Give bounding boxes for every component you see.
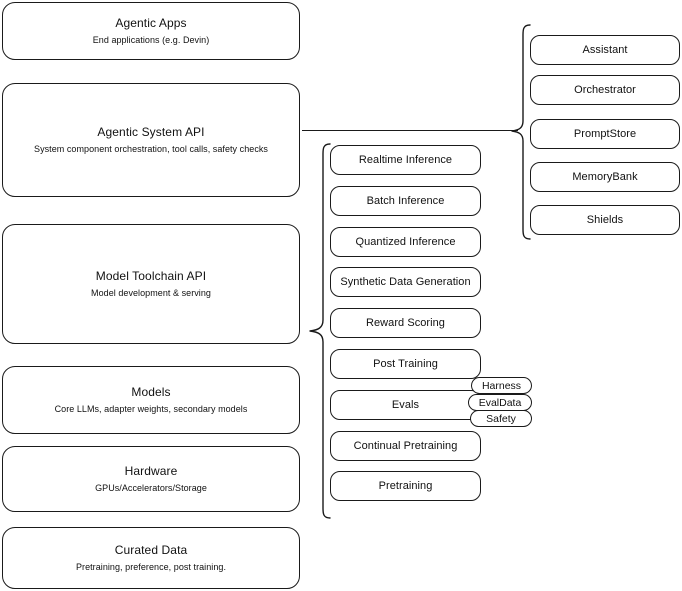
toolchain-item-label: Continual Pretraining [353,440,458,452]
evals-chip-evaldata[interactable]: EvalData [468,394,532,411]
layer-title: Model Toolchain API [95,269,207,283]
layer-title: Agentic System API [97,125,205,139]
system-item-label: MemoryBank [572,171,638,183]
toolchain-item-evals[interactable]: Evals [330,390,481,420]
toolchain-item-label: Reward Scoring [366,317,445,329]
toolchain-item-pretraining[interactable]: Pretraining [330,471,481,501]
toolchain-item-post-training[interactable]: Post Training [330,349,481,379]
toolchain-item-label: Post Training [373,358,438,370]
toolchain-item-label: Synthetic Data Generation [340,276,471,288]
layer-title: Models [131,385,171,399]
layer-box-hardware[interactable]: Hardware GPUs/Accelerators/Storage [2,446,300,512]
evals-chip-label: Safety [486,412,516,425]
layer-title: Agentic Apps [115,16,187,30]
system-item-promptstore[interactable]: PromptStore [530,119,680,149]
system-item-shields[interactable]: Shields [530,205,680,235]
system-item-memorybank[interactable]: MemoryBank [530,162,680,192]
toolchain-item-label: Quantized Inference [355,236,456,248]
system-item-label: Orchestrator [574,84,636,96]
layer-subtitle: Model development & serving [91,288,211,298]
evals-chip-safety[interactable]: Safety [470,410,532,427]
layer-box-curated-data[interactable]: Curated Data Pretraining, preference, po… [2,527,300,589]
toolchain-item-continual-pretraining[interactable]: Continual Pretraining [330,431,481,461]
layer-subtitle: GPUs/Accelerators/Storage [95,483,207,493]
evals-chip-label: Harness [481,379,522,392]
evals-chip-label: EvalData [478,396,522,409]
toolchain-item-label: Batch Inference [366,195,445,207]
layer-box-agentic-apps[interactable]: Agentic Apps End applications (e.g. Devi… [2,2,300,60]
toolchain-item-quantized-inference[interactable]: Quantized Inference [330,227,481,257]
system-item-label: Shields [586,214,624,226]
layer-subtitle: Pretraining, preference, post training. [75,562,227,572]
toolchain-item-label: Realtime Inference [358,154,453,166]
layer-box-model-toolchain-api[interactable]: Model Toolchain API Model development & … [2,224,300,344]
system-item-label: Assistant [582,44,628,56]
toolchain-item-label: Evals [391,399,420,411]
toolchain-item-synthetic-data-generation[interactable]: Synthetic Data Generation [330,267,481,297]
layer-subtitle: System component orchestration, tool cal… [34,144,268,154]
layer-subtitle: Core LLMs, adapter weights, secondary mo… [54,404,248,414]
toolchain-item-label: Pretraining [378,480,433,492]
connector-line-system-api-to-components [302,130,518,131]
toolchain-item-realtime-inference[interactable]: Realtime Inference [330,145,481,175]
system-item-orchestrator[interactable]: Orchestrator [530,75,680,105]
toolchain-item-batch-inference[interactable]: Batch Inference [330,186,481,216]
layer-title: Hardware [124,464,178,478]
brace-toolchain [308,142,332,520]
layer-title: Curated Data [114,543,188,557]
system-item-label: PromptStore [573,128,637,140]
layer-subtitle: End applications (e.g. Devin) [92,35,210,45]
system-item-assistant[interactable]: Assistant [530,35,680,65]
toolchain-item-reward-scoring[interactable]: Reward Scoring [330,308,481,338]
layer-box-models[interactable]: Models Core LLMs, adapter weights, secon… [2,366,300,434]
brace-system-components [510,23,532,241]
evals-chip-harness[interactable]: Harness [471,377,532,394]
layer-box-agentic-system-api[interactable]: Agentic System API System component orch… [2,83,300,197]
